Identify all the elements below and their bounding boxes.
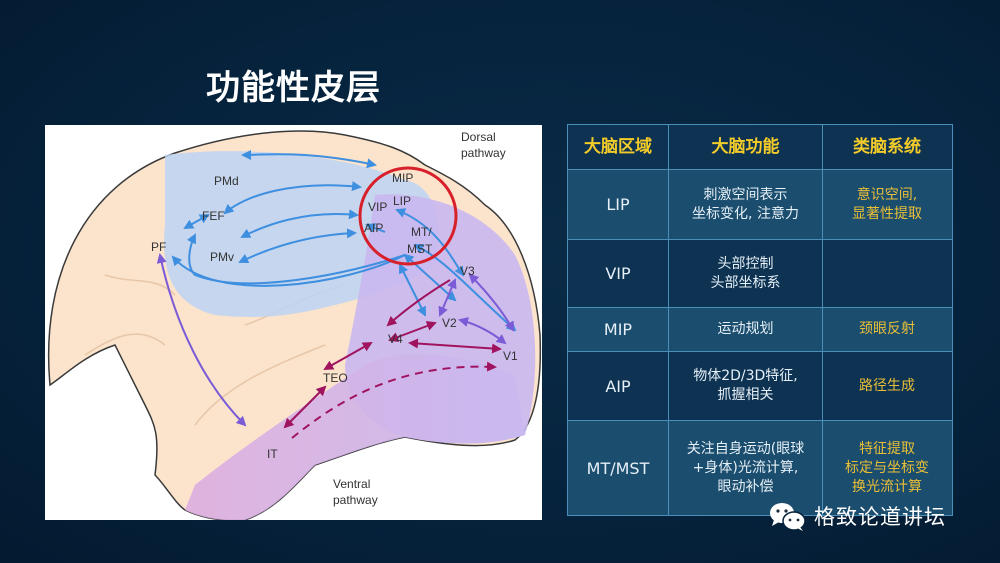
system-cell: [822, 240, 951, 307]
system-cell: 路径生成: [822, 352, 951, 420]
table-row: MT/MST 关注自身运动(眼球+身体)光流计算,眼动补偿 特征提取标定与坐标变…: [568, 420, 952, 515]
brain-function-table: 大脑区域 大脑功能 类脑系统 LIP 刺激空间表示坐标变化, 注意力 意识空间,…: [567, 124, 953, 516]
table-row: AIP 物体2D/3D特征,抓握相关 路径生成: [568, 351, 952, 420]
label-v4: V4: [388, 332, 403, 346]
area-cell: VIP: [605, 264, 631, 283]
label-pmd: PMd: [214, 174, 239, 188]
highlight-circle: [358, 166, 458, 266]
area-cell: LIP: [606, 195, 630, 214]
label-aip: AIP: [364, 221, 383, 235]
label-teo: TEO: [323, 371, 348, 385]
table-header-row: 大脑区域 大脑功能 类脑系统: [568, 125, 952, 169]
label-v2: V2: [442, 316, 457, 330]
header-function: 大脑功能: [668, 125, 822, 169]
table-row: VIP 头部控制头部坐标系: [568, 239, 952, 307]
table-row: LIP 刺激空间表示坐标变化, 注意力 意识空间,显著性提取: [568, 169, 952, 239]
system-cell: 颈眼反射: [822, 308, 951, 351]
wechat-icon: [770, 503, 806, 531]
label-vip: VIP: [368, 200, 387, 214]
watermark-text: 格致论道讲坛: [814, 505, 946, 529]
label-pf: PF: [151, 240, 166, 254]
area-cell: MIP: [603, 320, 633, 339]
dorsal-label-2: pathway: [461, 146, 506, 160]
area-cell: AIP: [605, 376, 631, 396]
label-fef: FEF: [202, 209, 225, 223]
label-pmv: PMv: [210, 250, 234, 264]
header-system: 类脑系统: [822, 125, 951, 169]
brain-diagram: Dorsal pathway PMd FEF PF PMv MIP LIP VI…: [45, 125, 542, 520]
function-cell: 运动规划: [668, 308, 822, 351]
system-cell: 特征提取标定与坐标变换光流计算: [822, 421, 951, 515]
system-cell: 意识空间,显著性提取: [822, 170, 951, 239]
function-cell: 刺激空间表示坐标变化, 注意力: [668, 170, 822, 239]
function-cell: 关注自身运动(眼球+身体)光流计算,眼动补偿: [668, 421, 822, 515]
area-cell: MT/MST: [586, 458, 650, 478]
label-mt: MT/: [411, 225, 432, 239]
label-v1: V1: [503, 349, 518, 363]
ventral-label-1: Ventral: [333, 477, 370, 491]
label-mst: MST: [407, 242, 433, 256]
dorsal-label-1: Dorsal: [461, 130, 496, 144]
label-lip: LIP: [393, 194, 411, 208]
label-v3: V3: [460, 264, 475, 278]
function-cell: 头部控制头部坐标系: [668, 240, 822, 307]
table-row: MIP 运动规划 颈眼反射: [568, 307, 952, 351]
watermark: 格致论道讲坛: [768, 500, 946, 532]
slide-title: 功能性皮层: [206, 68, 381, 108]
ventral-label-2: pathway: [333, 493, 378, 507]
label-it: IT: [267, 447, 278, 461]
header-area: 大脑区域: [584, 136, 652, 157]
label-mip: MIP: [392, 171, 413, 185]
function-cell: 物体2D/3D特征,抓握相关: [668, 352, 822, 420]
